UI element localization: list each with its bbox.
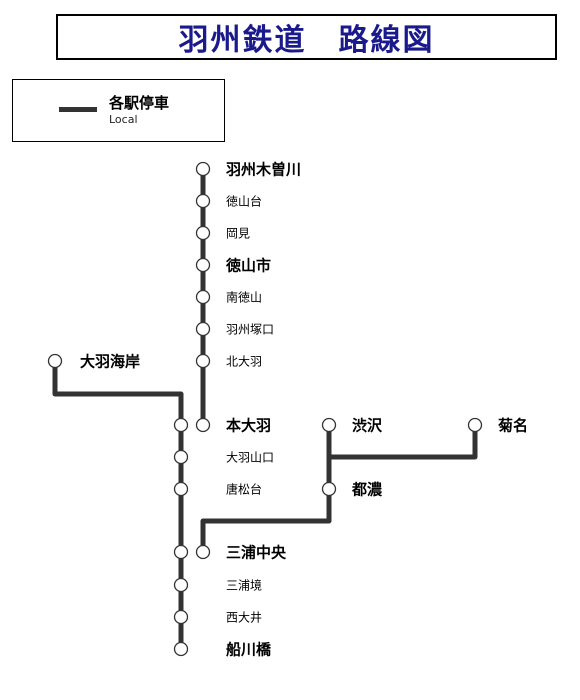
station-label-ushu-tsukaguchi: 羽州塚口 [226,322,275,337]
station-marker-funakawabashi [173,641,189,657]
station-label-kikuna: 菊名 [498,416,529,435]
station-marker-shibusawa [321,417,337,433]
station-label-ushu-kisogawa: 羽州木曽川 [226,160,302,179]
station-marker-kikuna [467,417,483,433]
station-marker-minami-tokuyama [195,289,211,305]
station-label-tokuyama-shi: 徳山市 [226,256,272,275]
station-label-nishi-oi: 西大井 [226,610,263,625]
station-marker-ushu-tsukaguchi [195,321,211,337]
station-label-oba-yamaguchi: 大羽山口 [226,450,275,465]
station-marker-karamatsudai [173,481,189,497]
legend-sublabel: Local [109,113,138,126]
line-coast-main [52,361,184,649]
station-label-minami-tokuyama: 南徳山 [226,290,263,305]
route-lines [52,169,478,649]
station-label-oba-kaigan: 大羽海岸 [80,352,141,371]
station-marker-miura-sakai [173,577,189,593]
station-label-okami: 岡見 [226,226,251,241]
station-marker-tokuyama-shi [195,257,211,273]
station-marker-hon-oba-2 [195,417,211,433]
station-marker-hon-oba-1 [173,417,189,433]
station-label-karamatsudai: 唐松台 [226,482,263,497]
station-marker-oba-yamaguchi [173,449,189,465]
station-label-tokuyamadai: 徳山台 [226,194,263,209]
station-marker-miura-chuo-2 [195,544,211,560]
page-title: 羽州鉄道 路線図 [178,23,435,58]
station-marker-miura-chuo-1 [173,544,189,560]
legend-label: 各駅停車 [109,94,170,112]
line-kikuna-branch [329,425,478,460]
legend: 各駅停車 Local [12,79,225,142]
station-marker-oba-kaigan [47,353,63,369]
station-label-miura-sakai: 三浦境 [226,578,263,593]
station-label-tono: 都濃 [352,480,383,499]
station-label-funakawabashi: 船川橋 [226,640,272,659]
legend-line-swatch [59,107,97,112]
station-marker-nishi-oi [173,609,189,625]
station-markers [47,161,483,657]
station-marker-tono [321,481,337,497]
station-label-shibusawa: 渋沢 [352,416,383,435]
station-marker-kita-oba [195,353,211,369]
line-east-branch [200,425,332,552]
title-box: 羽州鉄道 路線図 [56,14,557,60]
station-marker-okami [195,225,211,241]
station-marker-tokuyamadai [195,193,211,209]
station-label-kita-oba: 北大羽 [226,354,263,369]
station-label-hon-oba: 本大羽 [226,416,272,435]
station-marker-ushu-kisogawa [195,161,211,177]
station-label-miura-chuo: 三浦中央 [226,543,287,562]
